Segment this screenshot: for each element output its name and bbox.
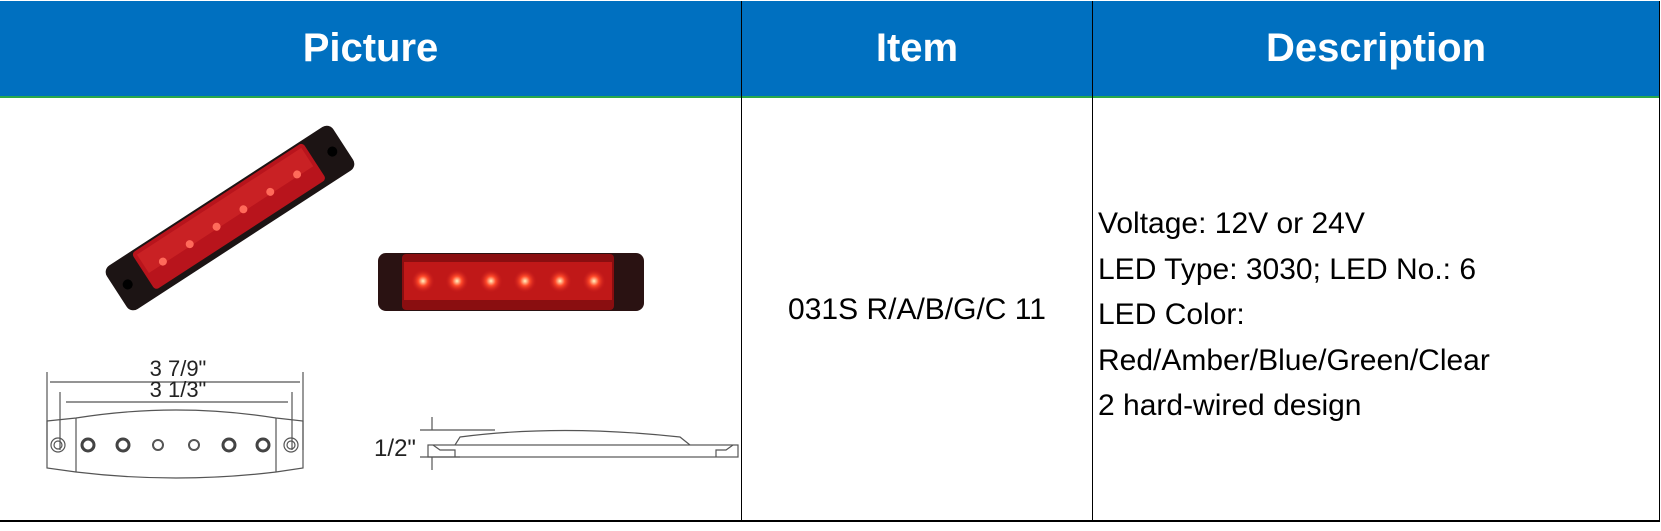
header-picture: Picture (0, 1, 741, 98)
header-description: Description (1093, 1, 1659, 98)
table-bottom-border (0, 520, 1660, 522)
column-divider (1092, 1, 1093, 522)
angled-lamp-photo (105, 125, 355, 311)
description-line: LED Color: (1098, 298, 1245, 331)
description: Voltage: 12V or 24V LED Type: 3030; LED … (1098, 201, 1490, 429)
dimension-height: 1/2" (374, 435, 416, 462)
lit-lamp-photo (378, 253, 644, 311)
side-view-drawing (420, 417, 739, 470)
product-picture: 3 7/9" 3 1/3" 1/2" (46, 125, 739, 479)
header-item: Item (742, 1, 1092, 98)
top-view-drawing (46, 372, 304, 479)
column-divider (741, 1, 742, 522)
description-line: 2 hard-wired design (1098, 389, 1362, 422)
item-code: 031S R/A/B/G/C 11 (788, 293, 1046, 326)
table-right-border (1659, 1, 1660, 522)
description-line: Voltage: 12V or 24V (1098, 207, 1365, 240)
dimension-inner: 3 1/3" (150, 377, 207, 402)
dimension-overall: 3 7/9" (150, 356, 207, 381)
description-line: LED Type: 3030; LED No.: 6 (1098, 252, 1477, 286)
description-line: Red/Amber/Blue/Green/Clear (1098, 343, 1490, 377)
